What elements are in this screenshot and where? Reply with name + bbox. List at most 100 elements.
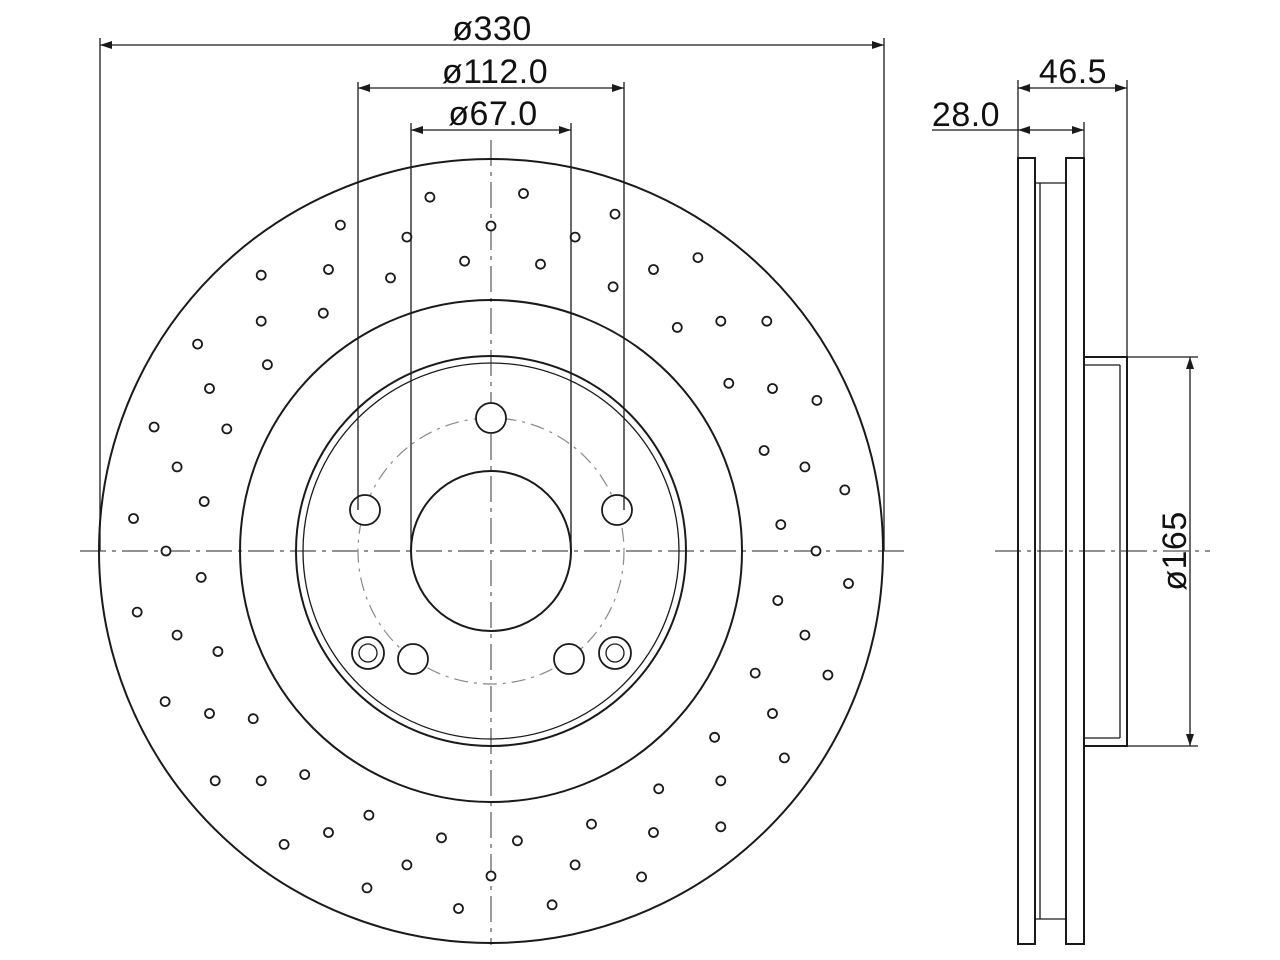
outer-diameter-label: ø330	[452, 10, 532, 48]
drilled-hole	[363, 809, 375, 821]
drilled-hole	[518, 188, 529, 199]
drilled-hole	[204, 708, 215, 719]
dimension-center-bore: ø67.0	[410, 95, 572, 551]
drilled-hole	[843, 578, 854, 589]
drilled-hole	[779, 752, 790, 764]
drilled-hole	[715, 315, 727, 327]
drilled-hole	[767, 383, 778, 394]
hat-diameter-label: ø165	[1156, 511, 1194, 591]
drilled-hole	[775, 519, 787, 530]
drilled-hole	[212, 646, 224, 657]
front-view	[80, 140, 905, 945]
drilled-hole	[653, 783, 665, 795]
thickness-label: 28.0	[932, 96, 1000, 134]
drilled-hole	[485, 220, 497, 232]
drilled-hole	[459, 255, 471, 267]
drilled-hole	[317, 307, 329, 319]
inner-friction-plate	[1065, 157, 1085, 945]
drilled-hole	[569, 859, 581, 871]
bolt-hole-bottom-left	[397, 643, 429, 675]
cross-drilled-holes	[128, 188, 854, 914]
drilled-hole	[485, 870, 497, 882]
drilled-hole	[198, 496, 210, 507]
hat-outer-edge-inner	[302, 362, 680, 740]
drilled-hole	[171, 461, 183, 473]
drilled-hole	[385, 272, 396, 284]
drilled-hole	[535, 258, 546, 270]
drilled-hole	[512, 835, 523, 847]
drilled-hole	[749, 667, 761, 679]
drilled-hole	[546, 899, 558, 911]
drilled-hole	[436, 832, 447, 844]
drilled-hole	[671, 321, 683, 333]
drilled-hole	[609, 208, 621, 220]
dimension-overall-height: 46.5	[1017, 53, 1128, 357]
drilled-hole	[192, 338, 204, 350]
drilled-hole	[424, 191, 436, 203]
drilled-hole	[323, 827, 334, 838]
drilled-hole	[648, 827, 659, 838]
overall-height-label: 46.5	[1039, 53, 1107, 91]
side-view	[995, 157, 1210, 945]
drilled-hole	[247, 713, 259, 725]
bolt-pitch-circle	[357, 417, 625, 685]
drilled-hole	[453, 903, 464, 914]
drilled-hole	[334, 219, 346, 231]
drilled-hole	[799, 461, 811, 473]
drilled-hole	[128, 513, 139, 524]
drilled-hole	[715, 821, 727, 833]
dimension-thickness: 28.0	[932, 96, 1085, 158]
drilled-hole	[810, 545, 822, 557]
drilled-hole	[715, 775, 727, 787]
drilled-hole	[692, 252, 704, 264]
drilled-hole	[255, 775, 267, 787]
drilled-hole	[767, 708, 778, 719]
bolt-hole-bottom-right	[553, 643, 585, 675]
outer-friction-plate	[1017, 157, 1036, 945]
drilled-hole	[278, 839, 290, 850]
drilled-hole	[160, 545, 172, 557]
drilled-hole	[401, 859, 413, 871]
drilled-hole	[723, 377, 735, 389]
locating-hole-right	[598, 636, 632, 670]
locating-hole-right-inner	[605, 643, 625, 663]
drilled-hole	[799, 629, 811, 641]
center-bore-label: ø67.0	[448, 95, 537, 133]
outer-disc-edge	[98, 158, 884, 944]
drilled-hole	[839, 484, 851, 496]
drilled-hole	[758, 445, 770, 456]
bolt-hole-left	[349, 494, 381, 526]
drilled-hole	[569, 231, 581, 243]
locating-hole-left	[351, 636, 385, 670]
drilled-hole	[401, 231, 413, 243]
hat-profile	[1084, 356, 1128, 747]
drilled-hole	[636, 871, 647, 883]
friction-ring-inner-edge	[239, 299, 743, 803]
drilled-hole	[255, 269, 267, 281]
drilled-hole	[159, 696, 171, 707]
drilled-hole	[586, 818, 597, 830]
drilled-hole	[323, 264, 334, 275]
drilled-hole	[811, 394, 823, 406]
drilled-hole	[209, 775, 221, 787]
drilled-hole	[772, 595, 784, 606]
drilled-hole	[171, 629, 183, 641]
dimension-hat-diameter: ø165	[1127, 356, 1198, 747]
drilled-hole	[761, 315, 773, 327]
drilled-hole	[255, 315, 267, 327]
dimension-outer-diameter: ø330	[99, 10, 885, 551]
bolt-circle-label: ø112.0	[442, 53, 548, 91]
drilled-hole	[361, 882, 373, 894]
drilled-hole	[299, 769, 311, 780]
hat-outer-edge	[295, 355, 687, 747]
drilled-hole	[261, 359, 273, 371]
drilled-hole	[648, 264, 659, 275]
drilled-hole	[204, 383, 215, 394]
drilled-hole	[131, 606, 143, 618]
drilled-hole	[221, 423, 233, 435]
drilled-hole	[195, 572, 207, 583]
drilled-hole	[148, 421, 160, 433]
locating-hole-left-inner	[358, 643, 378, 663]
drilled-hole	[822, 669, 834, 681]
